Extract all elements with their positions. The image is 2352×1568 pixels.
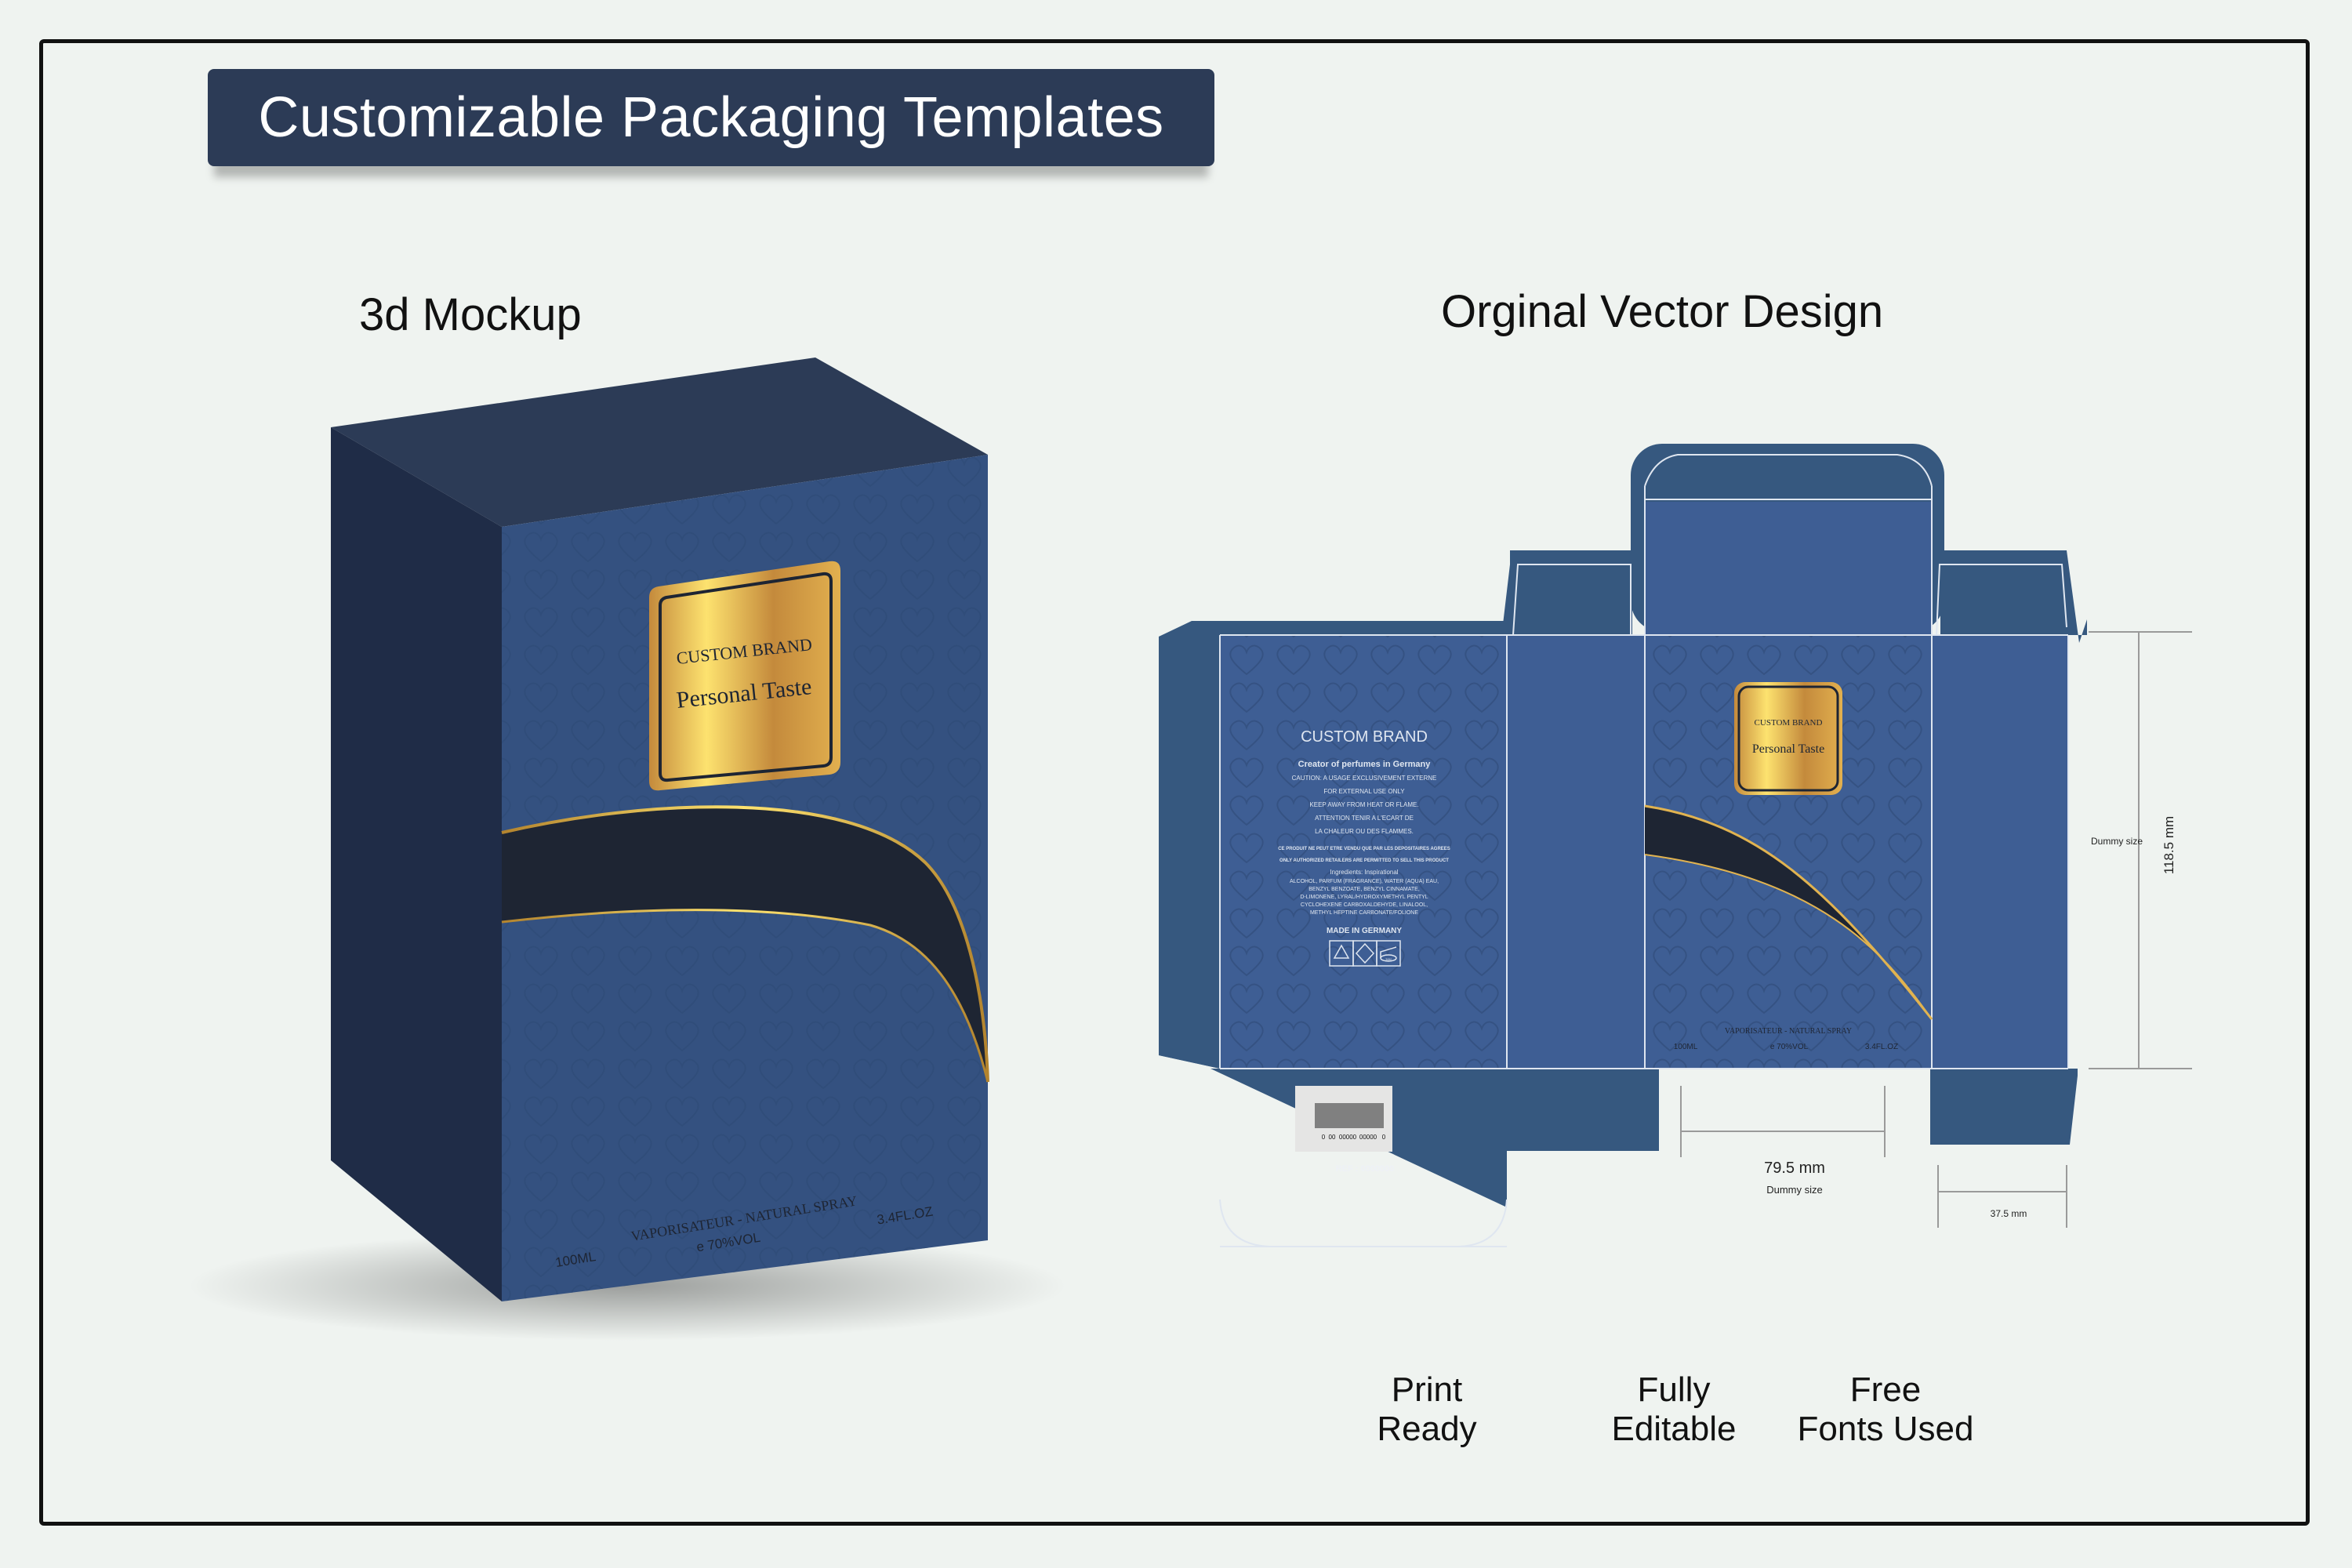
width-dimension: 79.5 mm	[1764, 1160, 1825, 1177]
width-note: Dummy size	[1766, 1184, 1823, 1196]
barcode-digit: 0	[1382, 1134, 1386, 1141]
back-panel-text: CUSTOM BRAND Creator of perfumes in Germ…	[1278, 728, 1450, 935]
banner-title: Customizable Packaging Templates	[258, 86, 1164, 149]
height-note: Dummy size	[2091, 836, 2143, 847]
back-legal: ONLY AUTHORIZED RETAILERS ARE PERMITTED …	[1279, 858, 1449, 863]
title-banner: Customizable Packaging Templates	[208, 69, 1214, 166]
panel-side-right	[1932, 635, 2068, 1069]
swoosh	[502, 807, 988, 1082]
dieline-volume-oz: 3.4FL.OZ	[1865, 1043, 1898, 1051]
page-border	[39, 39, 2310, 1526]
barcode-digit: 0	[1322, 1134, 1326, 1141]
dimension-lines	[1680, 631, 2192, 1228]
ingredient-line: METHYL HEPTINE CARBONATE/FOLIONE	[1310, 910, 1418, 916]
back-legal: CE PRODUIT NE PEUT ETRE VENDU QUE PAR LE…	[1278, 847, 1450, 851]
back-line: ATTENTION TENIR A L'ECART DE	[1315, 815, 1414, 822]
height-dimension: 118.5 mm	[2161, 816, 2176, 874]
feature-line: Free	[1849, 1370, 1922, 1409]
dieline-alcohol: e 70%VOL	[1770, 1043, 1809, 1051]
feature-line: Fonts Used	[1797, 1410, 1974, 1448]
box-top-face	[331, 358, 988, 527]
back-line: CAUTION: A USAGE EXCLUSIVEMENT EXTERNE	[1292, 775, 1437, 782]
dieline-label-brand: CUSTOM BRAND	[1755, 718, 1823, 728]
dieline-label: CUSTOM BRAND Personal Taste	[1734, 682, 1842, 795]
feature-print-ready: Print Ready	[1348, 1370, 1505, 1449]
bottom-dust-flap-right	[1930, 1069, 2078, 1145]
feature-free-fonts: Free Fonts Used	[1780, 1370, 1991, 1449]
barcode-digit: 00	[1329, 1134, 1336, 1141]
ingredients-title: Ingredients: Inspirational	[1330, 869, 1398, 876]
depth-dimension: 37.5 mm	[1991, 1208, 2027, 1219]
gold-label: CUSTOM BRAND Personal Taste	[649, 561, 840, 791]
box-shadow	[188, 1231, 1066, 1341]
pao-36m-icon	[1376, 940, 1401, 967]
barcode: 0 00 00000 00000 0	[1295, 1086, 1392, 1152]
ingredient-line: BENZYL BENZOATE, BENZYL CINNAMATE,	[1308, 887, 1420, 892]
ingredient-line: CYCLOHEXENE CARBOXALDEHYDE, LINALOOL,	[1301, 902, 1428, 908]
barcode-digit: 00000	[1359, 1134, 1377, 1141]
box-side-face	[331, 427, 502, 1301]
barcode-digit: 00000	[1339, 1134, 1357, 1141]
panel-side-left	[1507, 635, 1645, 1069]
feature-line: Editable	[1611, 1410, 1737, 1448]
made-in: MADE IN GERMANY	[1327, 927, 1402, 935]
feature-line: Ready	[1377, 1410, 1477, 1448]
back-line: FOR EXTERNAL USE ONLY	[1323, 788, 1405, 795]
back-line: LA CHALEUR OU DES FLAMMES.	[1315, 828, 1414, 835]
dieline-spray-text: VAPORISATEUR - NATURAL SPRAY	[1725, 1027, 1852, 1036]
mockup-heading: 3d Mockup	[359, 289, 582, 340]
dieline-swoosh	[1645, 806, 1932, 1019]
back-line: KEEP AWAY FROM HEAT OR FLAME.	[1309, 801, 1418, 808]
ingredient-line: D-LIMONENE, LYRAL/HYDROXYMETHYL PENTYL	[1300, 895, 1428, 900]
feature-line: Fully	[1637, 1370, 1711, 1409]
ingredient-line: ALCOHOL, PARFUM (FRAGRANCE), WATER (AQUA…	[1290, 879, 1439, 884]
dieline-label-product: Personal Taste	[1752, 742, 1824, 756]
feature-fully-editable: Fully Editable	[1588, 1370, 1760, 1449]
bottom-dust-flap-left	[1507, 1069, 1659, 1151]
pao-label: 36M	[1385, 957, 1392, 961]
back-brand: CUSTOM BRAND	[1301, 728, 1428, 746]
dieline-volume-ml: 100ML	[1674, 1043, 1698, 1051]
vector-heading: Orginal Vector Design	[1441, 286, 1884, 337]
barcode-ref: REF : 0000000	[1336, 1164, 1395, 1174]
feature-line: Print	[1391, 1370, 1463, 1409]
back-tagline: Creator of perfumes in Germany	[1298, 760, 1432, 769]
